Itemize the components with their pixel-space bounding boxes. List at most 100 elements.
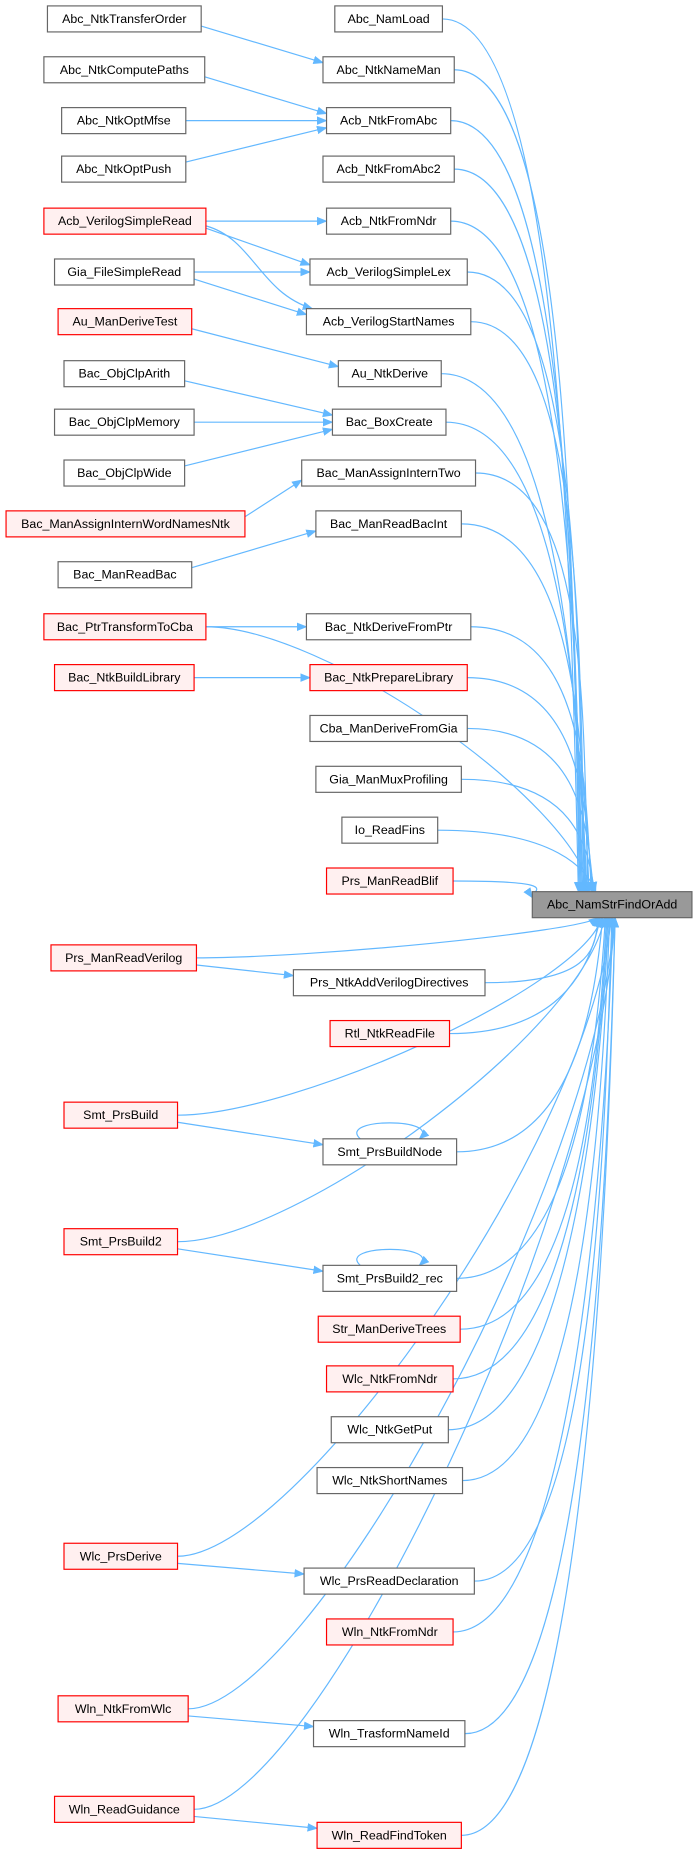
node-rtl-ntkreadfile[interactable]: Rtl_NtkReadFile: [329, 1019, 451, 1048]
edge-prs-manreadverilog-to-prs-ntkaddverilogdirectives: [196, 964, 295, 979]
node-smt-prsbuild2-rec[interactable]: Smt_PrsBuild2_rec: [322, 1264, 458, 1292]
node-label: Str_ManDeriveTrees: [332, 1322, 446, 1336]
node-label: Acb_NtkFromAbc2: [337, 162, 441, 176]
edge-gia-filesimpleread-to-acb-verilogstartnames: [193, 278, 308, 316]
node-box: [334, 5, 444, 33]
node-box: [61, 107, 187, 135]
node-acb-ntkfromabc[interactable]: Acb_NtkFromAbc: [325, 107, 452, 135]
node-str-manderivetrees[interactable]: Str_ManDeriveTrees: [317, 1315, 461, 1343]
node-bac-ntkderivefromptr[interactable]: Bac_NtkDeriveFromPtr: [305, 613, 472, 641]
node-label: Wlc_PrsDerive: [80, 1549, 162, 1563]
node-label: Prs_ManReadVerilog: [65, 951, 182, 965]
node-label: Acb_VerilogSimpleLex: [327, 265, 452, 279]
edge-acb-verilogstartnames-to-target: [470, 321, 589, 893]
node-bac-manreadbacint[interactable]: Bac_ManReadBacInt: [315, 510, 462, 538]
edge-wln-ntkfromndr-to-target: [453, 916, 617, 1633]
node-abc-ntkcomputepaths[interactable]: Abc_NtkComputePaths: [43, 56, 206, 84]
node-bac-manreadbac[interactable]: Bac_ManReadBac: [57, 561, 193, 589]
node-prs-manreadverilog[interactable]: Prs_ManReadVerilog: [50, 944, 198, 972]
node-box: [341, 816, 439, 844]
node-bac-manassigninternwordnamesntk[interactable]: Bac_ManAssignInternWordNamesNtk: [5, 510, 246, 538]
node-cba-manderivefromgia[interactable]: Cba_ManDeriveFromGia: [309, 714, 468, 743]
edge-smt-prsbuildnode-to-smt-prsbuildnode: [356, 1122, 430, 1140]
node-label: Gia_FileSimpleRead: [67, 265, 181, 279]
node-wln-ntkfromndr[interactable]: Wln_NtkFromNdr: [325, 1618, 454, 1646]
edge-abc-namload-to-target: [442, 18, 583, 893]
node-smt-prsbuild2[interactable]: Smt_PrsBuild2: [63, 1228, 179, 1256]
node-abc-namload[interactable]: Abc_NamLoad: [334, 5, 444, 33]
edge-smt-prsbuild2-rec-to-smt-prsbuild2-rec: [356, 1248, 430, 1267]
node-abc-ntknameman[interactable]: Abc_NtkNameMan: [322, 56, 455, 84]
node-bac-objclpmemory[interactable]: Bac_ObjClpMemory: [53, 408, 195, 436]
node-wln-readguidance[interactable]: Wln_ReadGuidance: [53, 1795, 195, 1823]
node-box: [43, 613, 207, 641]
node-box: [57, 308, 193, 336]
node-box: [325, 867, 454, 895]
edge-bac-manassigninternwordnamesntk-to-bac-manassigninterntwo: [244, 479, 303, 518]
node-box: [305, 613, 472, 641]
node-abc-ntkoptpush[interactable]: Abc_NtkOptPush: [61, 155, 187, 183]
node-label: Cba_ManDeriveFromGia: [320, 721, 458, 735]
node-wln-trasformnameid[interactable]: Wln_TrasformNameId: [312, 1720, 466, 1748]
target-node-abc-namstrfindoradd[interactable]: Abc_NamStrFindOrAdd: [531, 891, 693, 919]
node-label: Bac_PtrTransformToCba: [57, 620, 193, 634]
edge-abc-ntktransferorder-to-abc-ntknameman: [201, 25, 325, 64]
node-box: [63, 1228, 179, 1256]
node-au-ntkderive[interactable]: Au_NtkDerive: [337, 360, 442, 388]
edge-wln-readguidance-to-wln-readfindtoken: [194, 1815, 319, 1832]
edge-smt-prsbuildnode-to-target: [456, 916, 607, 1153]
node-prs-ntkaddverilogdirectives[interactable]: Prs_NtkAddVerilogDirectives: [292, 969, 486, 997]
edge-bac-objclparith-to-bac-boxcreate: [184, 380, 334, 418]
node-wln-readfindtoken[interactable]: Wln_ReadFindToken: [316, 1821, 462, 1849]
node-bac-boxcreate[interactable]: Bac_BoxCreate: [331, 408, 447, 436]
node-bac-objclpwide[interactable]: Bac_ObjClpWide: [63, 459, 186, 487]
node-smt-prsbuild[interactable]: Smt_PrsBuild: [63, 1101, 179, 1129]
node-wlc-ntkfromndr[interactable]: Wlc_NtkFromNdr: [325, 1365, 454, 1393]
node-box: [292, 969, 486, 997]
node-acb-verilogstartnames[interactable]: Acb_VerilogStartNames: [305, 308, 472, 336]
node-wlc-prsreaddeclaration[interactable]: Wlc_PrsReadDeclaration: [303, 1567, 475, 1595]
node-bac-ntkbuildlibrary[interactable]: Bac_NtkBuildLibrary: [53, 664, 195, 692]
node-acb-verilogsimpleread[interactable]: Acb_VerilogSimpleRead: [43, 207, 207, 235]
node-label: Prs_ManReadBlif: [342, 874, 439, 888]
node-abc-ntktransferorder[interactable]: Abc_NtkTransferOrder: [46, 5, 202, 33]
edge-wlc-ntkshortnames-to-target: [462, 916, 614, 1482]
node-label: Gia_ManMuxProfiling: [329, 772, 448, 786]
node-au-manderivetest[interactable]: Au_ManDeriveTest: [57, 308, 193, 336]
edge-str-manderivetrees-to-target: [460, 916, 611, 1330]
node-bac-manassigninterntwo[interactable]: Bac_ManAssignInternTwo: [301, 459, 477, 487]
node-box: [322, 56, 455, 84]
edge-cba-manderivefromgia-to-target: [467, 727, 597, 893]
node-acb-ntkfromabc2[interactable]: Acb_NtkFromAbc2: [322, 155, 455, 183]
node-box: [53, 408, 195, 436]
node-label: Wln_TrasformNameId: [329, 1727, 450, 1741]
node-bac-objclparith[interactable]: Bac_ObjClpArith: [63, 360, 186, 388]
node-wlc-ntkgetput[interactable]: Wlc_NtkGetPut: [330, 1416, 449, 1444]
node-wlc-ntkshortnames[interactable]: Wlc_NtkShortNames: [316, 1466, 464, 1495]
node-box: [57, 1695, 189, 1723]
node-acb-ntkfromndr[interactable]: Acb_NtkFromNdr: [325, 207, 452, 235]
edge-bac-boxcreate-to-target: [445, 421, 591, 893]
node-wlc-prsderive[interactable]: Wlc_PrsDerive: [63, 1542, 179, 1570]
node-io-readfins[interactable]: Io_ReadFins: [341, 816, 439, 844]
node-box: [312, 1720, 466, 1748]
node-wln-ntkfromwlc[interactable]: Wln_NtkFromWlc: [57, 1695, 189, 1723]
node-bac-ptrtransformtocba[interactable]: Bac_PtrTransformToCba: [43, 613, 207, 641]
edge-bac-manreadbac-to-bac-manreadbacint: [191, 529, 317, 569]
node-abc-ntkoptmfse[interactable]: Abc_NtkOptMfse: [61, 107, 187, 135]
edge-gia-manmuxprofiling-to-target: [461, 778, 598, 893]
edge-smt-prsbuild2-to-abc-namstrfindoradd: [177, 916, 607, 1243]
node-label: Bac_ObjClpArith: [78, 367, 170, 381]
node-gia-manmuxprofiling[interactable]: Gia_ManMuxProfiling: [315, 765, 462, 793]
node-smt-prsbuildnode[interactable]: Smt_PrsBuildNode: [322, 1138, 458, 1166]
node-box: [63, 1542, 179, 1570]
node-box: [316, 1821, 462, 1849]
node-gia-filesimpleread[interactable]: Gia_FileSimpleRead: [53, 258, 195, 286]
node-acb-verilogsimplelex[interactable]: Acb_VerilogSimpleLex: [309, 258, 468, 286]
node-box: [63, 1101, 179, 1129]
node-label: Io_ReadFins: [355, 823, 425, 837]
edge-acb-verilogsimplelex-to-target: [467, 271, 588, 893]
node-prs-manreadblif[interactable]: Prs_ManReadBlif: [325, 867, 454, 895]
node-bac-ntkpreparelibrary[interactable]: Bac_NtkPrepareLibrary: [309, 664, 468, 692]
node-box: [305, 308, 472, 336]
